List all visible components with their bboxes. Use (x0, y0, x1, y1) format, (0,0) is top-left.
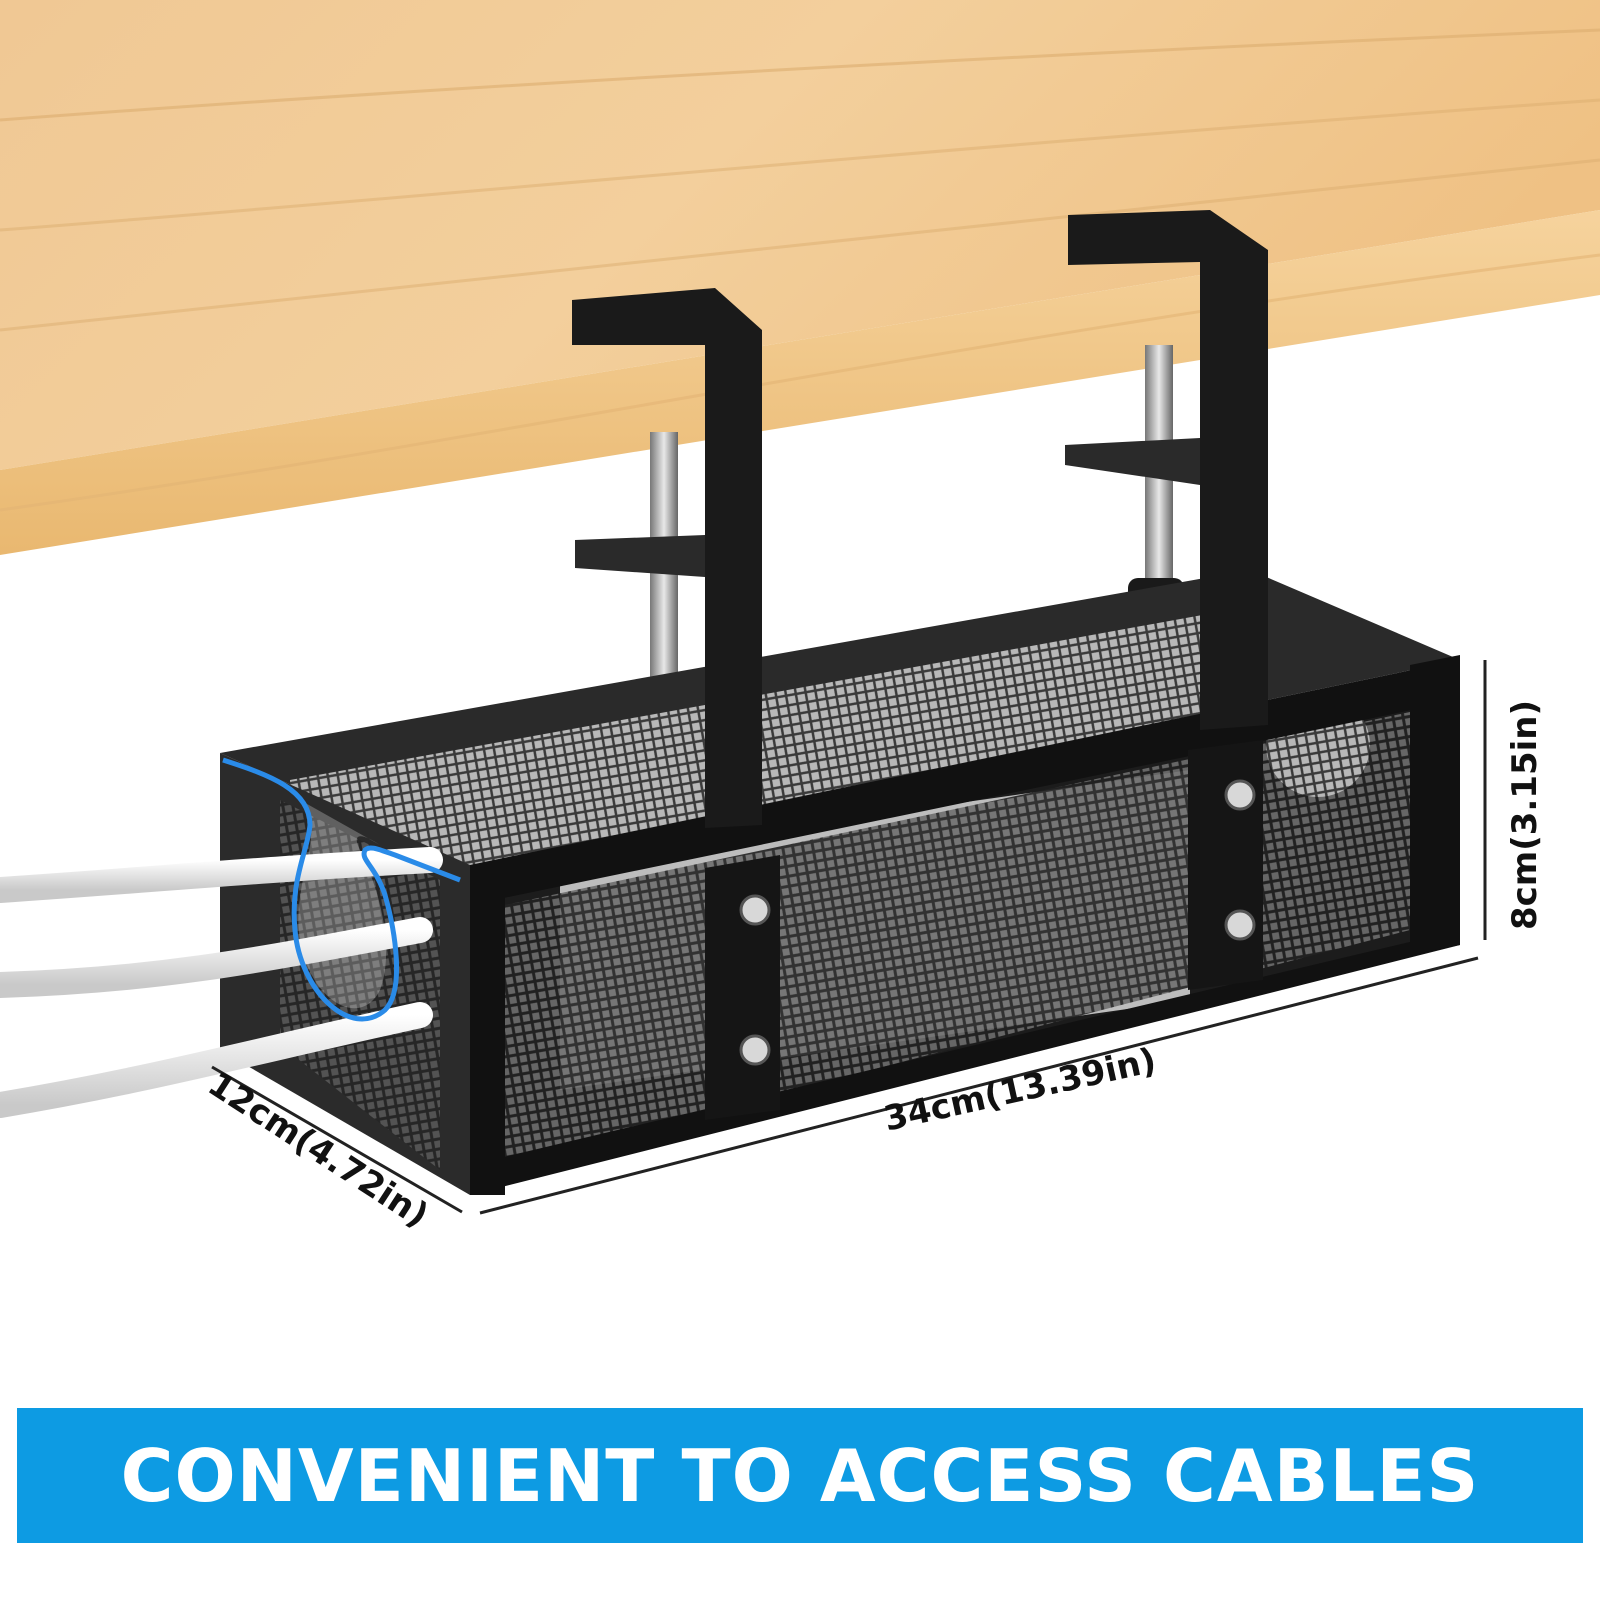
cable-basket (220, 570, 1460, 1195)
feature-banner: CONVENIENT TO ACCESS CABLES (17, 1408, 1583, 1543)
banner-text: CONVENIENT TO ACCESS CABLES (120, 1433, 1480, 1518)
height-dimension-label: 8cm(3.15in) (1505, 699, 1545, 931)
bolt (1224, 909, 1256, 941)
clamp-brackets (572, 210, 1268, 1120)
cables (0, 847, 443, 1118)
bolt (1224, 779, 1256, 811)
bolt (739, 1034, 771, 1066)
slot-highlight (222, 757, 461, 1022)
dimension-lines (211, 660, 1487, 1215)
desk (0, 0, 1600, 555)
bolt (739, 894, 771, 926)
